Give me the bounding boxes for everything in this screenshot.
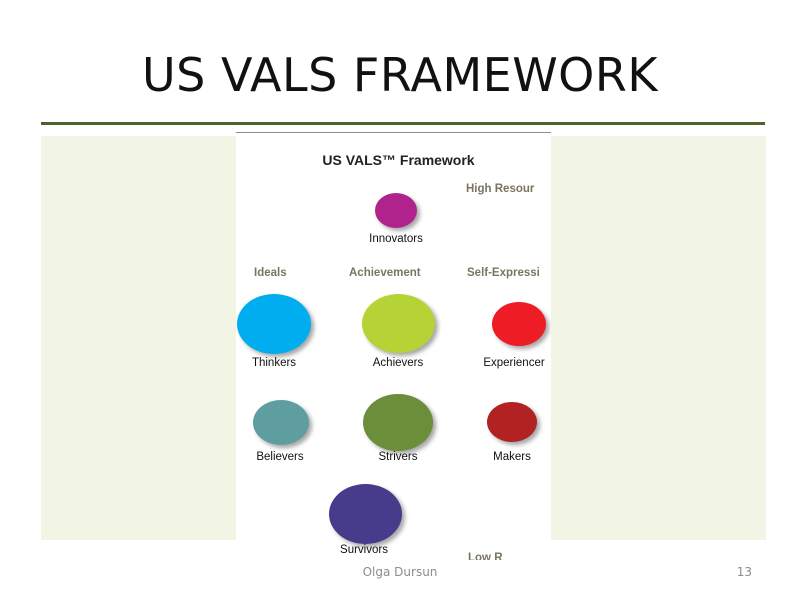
makers-label: Makers: [493, 451, 531, 463]
figure-top-border: [236, 132, 551, 133]
achievers-label: Achievers: [372, 357, 424, 369]
page-number: 13: [736, 565, 752, 579]
innovators-node: [375, 193, 417, 228]
thinkers-label: Thinkers: [251, 357, 297, 369]
self-expression-label: Self-Expressi: [467, 267, 540, 279]
makers-node: [487, 402, 537, 442]
believers-node: [253, 400, 309, 445]
low-resources-label: Low R: [468, 552, 503, 560]
experiencers-node: [492, 302, 546, 346]
survivors-label: Survivors: [340, 544, 388, 556]
innovators-label: Innovators: [369, 233, 423, 245]
believers-label: Believers: [256, 451, 304, 463]
ideals-label: Ideals: [254, 267, 287, 279]
strivers-label: Strivers: [378, 451, 418, 463]
achievers-node: [362, 294, 435, 353]
slide-title: US VALS FRAMEWORK: [141, 48, 659, 102]
high-resources-label: High Resour: [466, 183, 535, 195]
title-divider: [41, 122, 765, 125]
survivors-node: [329, 484, 402, 544]
footer-author: Olga Dursun: [362, 565, 438, 579]
achievement-label: Achievement: [349, 267, 421, 279]
experiencers-label: Experiencer: [483, 357, 545, 369]
strivers-node: [363, 394, 433, 451]
vals-framework-figure: US VALS™ Framework High Resour Ideals Ac…: [236, 132, 551, 560]
figure-title: US VALS™ Framework: [322, 152, 475, 168]
thinkers-node: [237, 294, 311, 354]
